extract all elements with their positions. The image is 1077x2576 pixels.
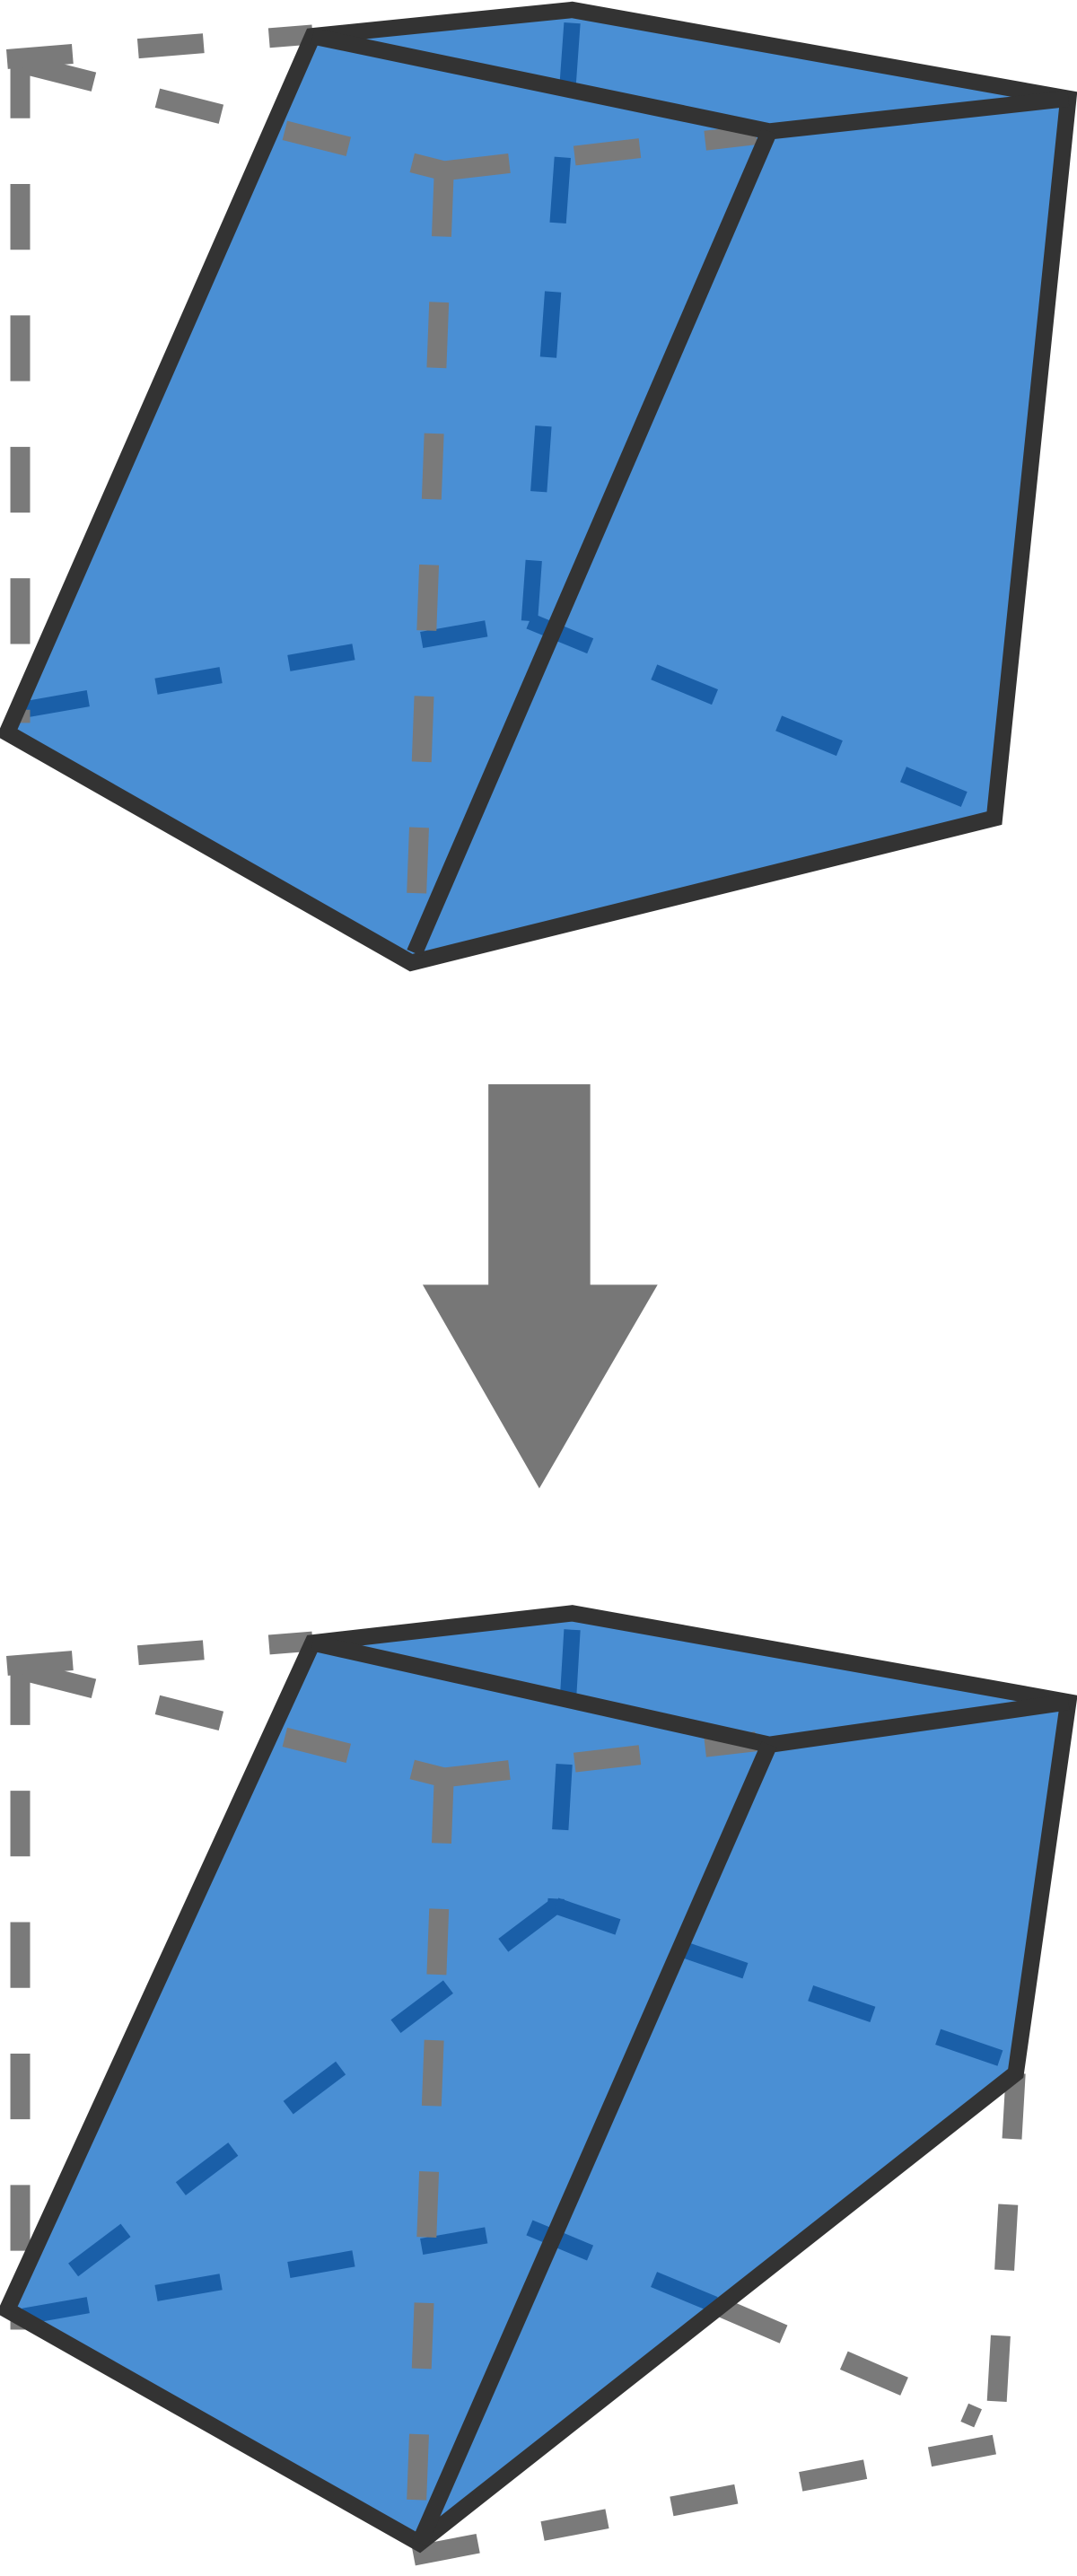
solid-after [0, 1605, 1077, 2566]
solid-after-body [6, 1613, 1069, 2544]
hidden-edges-before [22, 22, 982, 813]
hidden-edges-after [22, 1629, 1014, 2325]
visible-edges-before [0, 1, 1077, 972]
visible-edges-after [0, 1605, 1077, 2554]
original-outline-before [5, 24, 757, 951]
original-outline-after [5, 1631, 1026, 2566]
arrow-down-icon [422, 1084, 658, 1489]
solid-before [0, 1, 1077, 972]
